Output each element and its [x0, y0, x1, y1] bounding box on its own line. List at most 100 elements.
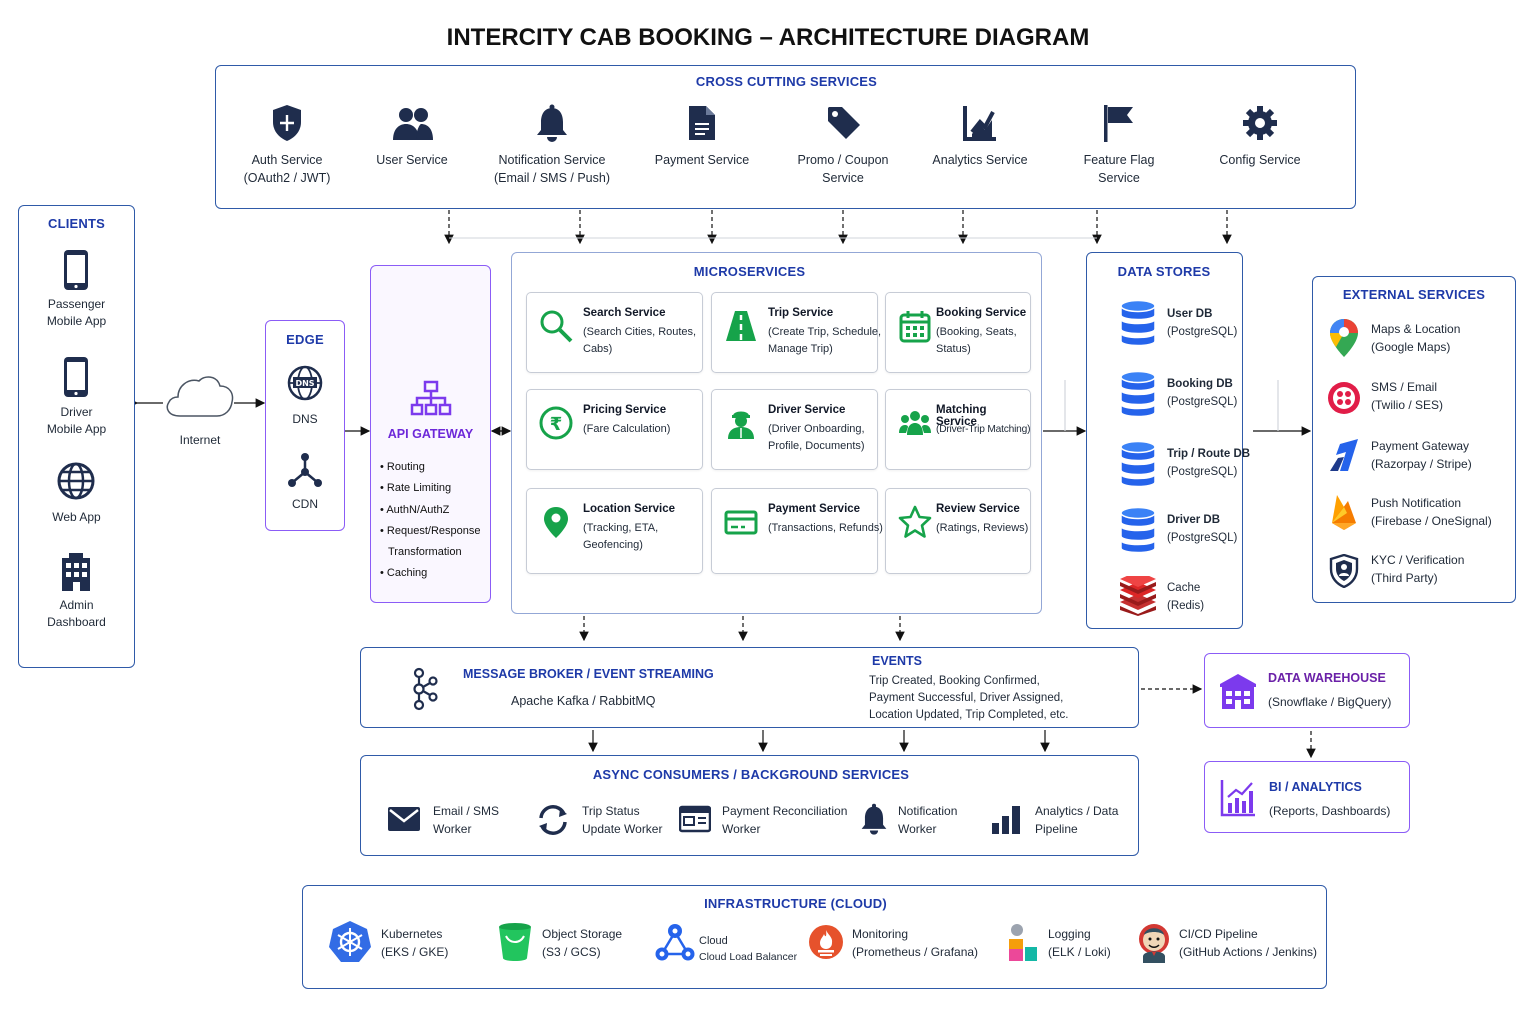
page-title: INTERCITY CAB BOOKING – ARCHITECTURE DIA… [446, 24, 1090, 51]
card-title: Matching Service [936, 404, 987, 428]
data-stores-title: DATA STORES [1117, 264, 1211, 279]
twilio-icon [1328, 382, 1360, 414]
card-desc: (Fare Calculation) [583, 423, 671, 435]
card-title: Booking Service [936, 307, 1027, 319]
users-icon [393, 108, 433, 140]
credit-card-icon [724, 510, 758, 535]
cc-label-2: User Service [376, 153, 448, 167]
payment-service-card: Payment Service (Transactions, Refunds) [711, 488, 883, 574]
prometheus-icon [809, 925, 843, 959]
hierarchy-icon [410, 380, 452, 416]
card-desc: (Create Trip, Schedule,Manage Trip) [768, 326, 882, 355]
external-item-2: SMS / Email(Twilio / SES) [1371, 380, 1444, 412]
external-item-4: Push Notification(Firebase / OneSignal) [1371, 496, 1492, 528]
svg-text:₹: ₹ [550, 414, 563, 435]
card-desc: (Driver-Trip Matching) [936, 424, 1031, 435]
bell-icon [537, 104, 567, 142]
cc-label-6: Analytics Service [932, 153, 1028, 167]
broker-title: MESSAGE BROKER / EVENT STREAMING [463, 667, 714, 681]
datastore-1: User DB(PostgreSQL) [1167, 308, 1238, 338]
bullet-transformation: Transformation [388, 546, 462, 559]
infra-item-6: CI/CD Pipeline(GitHub Actions / Jenkins) [1179, 927, 1318, 959]
road-icon [726, 311, 756, 341]
datastore-5: Cache(Redis) [1167, 582, 1205, 612]
driver-service-card: Driver Service (Driver Onboarding,Profil… [711, 389, 878, 470]
chart-icon [963, 106, 996, 141]
receipt-icon [679, 805, 711, 833]
cloud-icon [166, 376, 234, 417]
data-stores-panel: DATA STORES [1086, 252, 1243, 629]
map-pin-icon [1330, 319, 1358, 357]
bar-chart-icon [992, 806, 1020, 834]
pricing-service-card: ₹ Pricing Service (Fare Calculation) [526, 389, 703, 470]
microservices-title: MICROSERVICES [693, 264, 806, 279]
bi-title: BI / ANALYTICS [1269, 780, 1362, 794]
infra-item-4: Monitoring(Prometheus / Grafana) [852, 927, 979, 959]
bi-analytics-panel [1204, 761, 1410, 833]
phone-icon [64, 357, 88, 397]
driver-icon [728, 411, 754, 439]
card-title: Review Service [936, 503, 1020, 515]
card-title: Payment Service [768, 503, 861, 515]
jenkins-icon [1139, 924, 1169, 963]
broker-sub: Apache Kafka / RabbitMQ [511, 694, 656, 708]
datastore-2: Booking DB(PostgreSQL) [1167, 378, 1238, 408]
bell-icon [861, 803, 887, 835]
edge-title: EDGE [286, 332, 324, 347]
client-label-3: Web App [52, 510, 101, 524]
infra-item-1: Kubernetes(EKS / GKE) [381, 927, 449, 959]
warehouse-title: DATA WAREHOUSE [1268, 671, 1386, 685]
gear-icon [1243, 106, 1277, 140]
card-title: Trip Service [768, 307, 834, 319]
card-desc: (Driver Onboarding,Profile, Documents) [768, 423, 865, 452]
location-pin-icon [544, 507, 568, 538]
bar-chart-icon [1220, 780, 1255, 817]
card-title: Location Service [583, 503, 676, 515]
card-desc: (Tracking, ETA,Geofencing) [583, 522, 659, 551]
booking-service-card: Booking Service (Booking, Seats,Status) [885, 292, 1031, 373]
calendar-icon [899, 311, 931, 343]
svg-text:DNS: DNS [295, 379, 314, 388]
refresh-icon [539, 805, 567, 835]
card-desc: (Transactions, Refunds) [768, 522, 883, 534]
document-icon [689, 106, 715, 140]
search-icon [540, 310, 573, 343]
database-icon [1120, 370, 1156, 418]
review-service-card: Review Service (Ratings, Reviews) [885, 488, 1031, 574]
trip-service-card: Trip Service (Create Trip, Schedule,Mana… [711, 292, 881, 373]
card-title: Pricing Service [583, 404, 667, 416]
external-item-1: Maps & Location(Google Maps) [1371, 322, 1461, 354]
card-desc: (Ratings, Reviews) [936, 522, 1029, 534]
dns-label: DNS [292, 412, 318, 426]
cc-label-1: Auth Service(OAuth2 / JWT) [243, 153, 331, 185]
rupee-icon: ₹ [539, 406, 573, 440]
async-consumers-panel: ASYNC CONSUMERS / BACKGROUND SERVICES [360, 755, 1139, 856]
dns-globe-icon: DNS [287, 365, 323, 401]
firebase-icon [1332, 495, 1356, 530]
events-title: EVENTS [872, 654, 923, 668]
shield-icon [273, 105, 301, 141]
globe-icon [57, 462, 95, 500]
shield-check-icon [1329, 554, 1359, 588]
internet-label: Internet [179, 433, 221, 447]
search-service-card: Search Service (Search Cities, Routes,Ca… [526, 292, 703, 373]
card-title: Driver Service [768, 404, 846, 416]
email-icon [388, 807, 420, 831]
cross-cutting-title: CROSS CUTTING SERVICES [695, 74, 878, 89]
external-item-5: KYC / Verification(Third Party) [1371, 553, 1465, 585]
clients-title: CLIENTS [47, 216, 105, 231]
building-icon [62, 553, 90, 591]
api-gateway-bullets: • Routing • Rate Limiting • AuthN/AuthZ … [380, 457, 480, 585]
load-balancer-icon [655, 924, 695, 961]
kafka-icon [413, 667, 438, 711]
message-broker-panel [360, 647, 1139, 728]
bi-sub: (Reports, Dashboards) [1269, 804, 1391, 818]
